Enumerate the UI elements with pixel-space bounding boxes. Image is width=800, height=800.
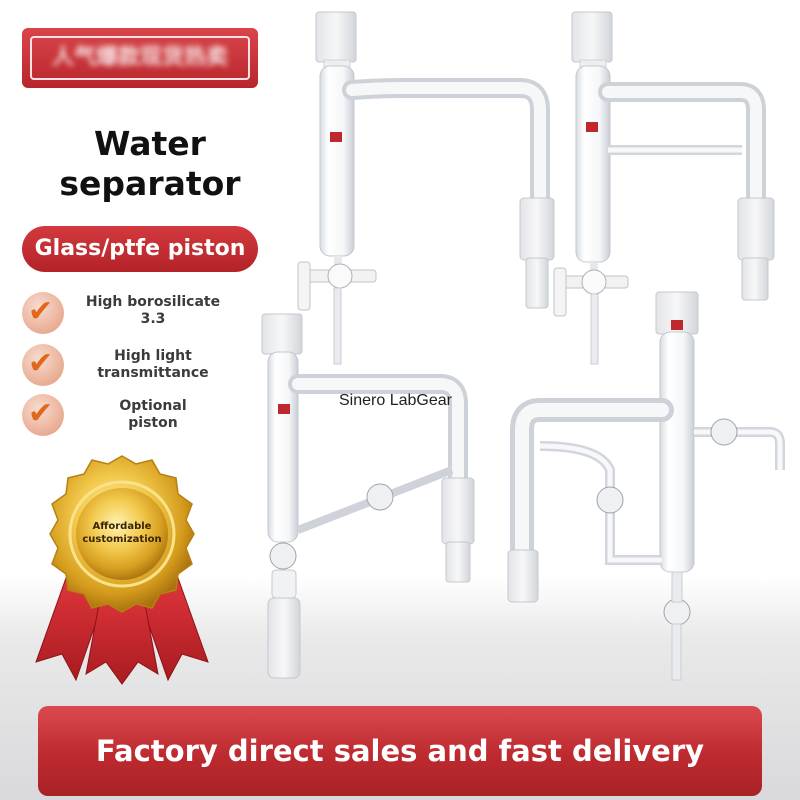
check-circle: ✔ — [22, 292, 64, 334]
feature-line2: piston — [128, 415, 178, 431]
gold-medal-icon: Affordable customization — [22, 448, 222, 688]
feature-line2: transmittance — [97, 365, 209, 381]
brand-watermark: Sinero LabGear — [339, 392, 452, 409]
checkmark-icon: ✔ — [28, 396, 54, 431]
feature-line1: High borosilicate — [85, 294, 221, 310]
feature-text: Optional piston — [78, 398, 228, 432]
checkmark-icon: ✔ — [28, 294, 54, 329]
feature-item-piston: ✔ Optional piston — [22, 392, 222, 436]
separator-apparatus-1 — [297, 11, 555, 365]
separator-apparatus-4 — [507, 291, 785, 681]
medal-graphic — [35, 455, 209, 685]
product-title-line1: Water — [94, 124, 206, 163]
feature-text: High borosilicate 3.3 — [78, 294, 228, 328]
medal-line2: customization — [82, 534, 162, 545]
bottom-banner-text: Factory direct sales and fast delivery — [95, 734, 705, 768]
top-banner: 人气爆款现货热卖 — [22, 28, 258, 88]
top-banner-frame: 人气爆款现货热卖 — [30, 36, 250, 80]
check-circle: ✔ — [22, 394, 64, 436]
feature-line2: 3.3 — [140, 311, 166, 327]
piston-type-badge: Glass/ptfe piston — [22, 226, 258, 272]
feature-item-borosilicate: ✔ High borosilicate 3.3 — [22, 290, 222, 334]
feature-text: High light transmittance — [78, 348, 228, 382]
feature-item-transmittance: ✔ High light transmittance — [22, 342, 222, 386]
top-banner-blurred-text: 人气爆款现货热卖 — [51, 45, 228, 70]
separator-apparatus-2 — [553, 11, 775, 365]
checkmark-icon: ✔ — [28, 346, 54, 381]
check-circle: ✔ — [22, 344, 64, 386]
feature-line1: Optional — [119, 398, 187, 414]
bottom-banner: Factory direct sales and fast delivery — [38, 706, 762, 796]
feature-line1: High light — [114, 348, 192, 364]
product-title: Water separator — [40, 124, 260, 204]
medal-label: Affordable customization — [62, 520, 182, 546]
medal-line1: Affordable — [92, 521, 152, 532]
separator-apparatus-3 — [261, 313, 475, 679]
product-title-line2: separator — [59, 164, 241, 203]
